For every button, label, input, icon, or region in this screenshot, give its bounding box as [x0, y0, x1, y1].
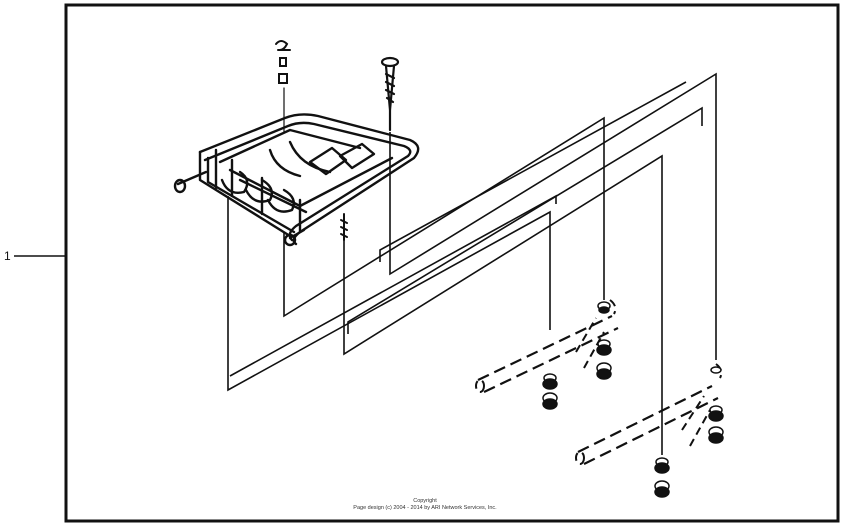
copyright-line-2: Page design (c) 2004 - 2014 by ARI Netwo… — [353, 505, 497, 511]
nut[interactable] — [654, 480, 670, 498]
copyright-notice: Copyright Page design (c) 2004 - 2014 by… — [353, 498, 497, 511]
nut[interactable] — [542, 392, 558, 410]
dashed-tube-left — [477, 315, 619, 393]
grommet[interactable] — [708, 405, 724, 422]
dashed-bracket-marks — [475, 299, 723, 465]
grommet[interactable] — [596, 339, 612, 356]
grommet[interactable] — [710, 366, 722, 374]
callout-1[interactable]: 1 — [4, 249, 66, 263]
grommet[interactable] — [597, 301, 611, 314]
rack-bolt[interactable] — [340, 213, 348, 241]
luggage-rack[interactable] — [173, 113, 420, 247]
grommet[interactable] — [654, 457, 670, 474]
long-bolt[interactable] — [380, 56, 400, 132]
grommet[interactable] — [542, 373, 558, 390]
dashed-tube-right — [577, 385, 719, 465]
diagram-border — [64, 3, 840, 523]
fastener-stack[interactable] — [275, 40, 291, 133]
nut[interactable] — [596, 362, 612, 380]
leader-lines — [227, 72, 717, 455]
callout-label: 1 — [4, 249, 11, 263]
copyright-line-1: Copyright — [413, 498, 437, 504]
nut[interactable] — [708, 426, 724, 444]
grommet-group[interactable] — [542, 301, 724, 498]
